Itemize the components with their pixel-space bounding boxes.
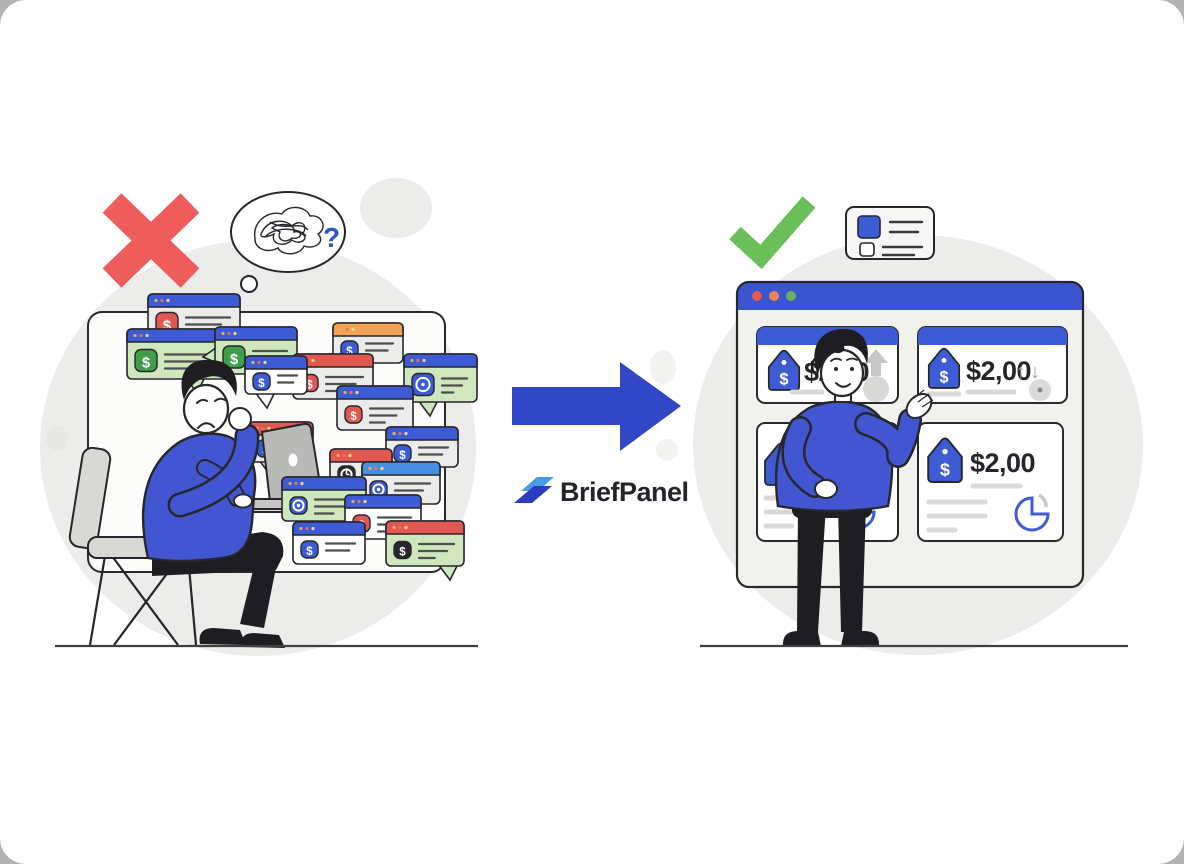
dollar-icon bbox=[134, 348, 158, 373]
transition: BriefPanel bbox=[512, 362, 689, 507]
mid-dot-1 bbox=[650, 350, 676, 384]
svg-text:$: $ bbox=[346, 346, 353, 358]
price-tag-icon: $ bbox=[767, 349, 801, 391]
svg-text:$: $ bbox=[399, 450, 406, 462]
svg-text:$: $ bbox=[230, 351, 239, 368]
sad-face-features bbox=[196, 397, 226, 429]
chaos-window: $ bbox=[385, 426, 459, 468]
chaos-window: $ bbox=[244, 355, 308, 410]
raised-arm bbox=[170, 426, 257, 515]
hand-on-keyboard bbox=[233, 493, 253, 509]
shoe-left bbox=[782, 631, 821, 646]
chaos-window: $ bbox=[201, 326, 298, 375]
dollar-icon bbox=[344, 405, 363, 424]
left-small-blob bbox=[360, 178, 432, 238]
green-check-icon bbox=[729, 196, 816, 270]
shoe-right bbox=[241, 633, 285, 648]
svg-text:$: $ bbox=[306, 379, 313, 391]
hair bbox=[181, 359, 237, 400]
hand-in-pocket bbox=[814, 479, 838, 499]
mid-dot-2 bbox=[656, 439, 678, 461]
window-outline bbox=[735, 280, 1085, 589]
scribble-icon bbox=[254, 206, 324, 255]
dollar-icon bbox=[393, 540, 412, 560]
brand-logo: BriefPanel bbox=[514, 477, 689, 507]
gesturing-hand bbox=[905, 389, 934, 419]
left-dot-blob bbox=[46, 425, 68, 451]
chair-back bbox=[68, 446, 112, 550]
price-tag-icon: $ bbox=[927, 347, 961, 389]
traffic-lights bbox=[752, 291, 796, 301]
svg-text:$: $ bbox=[940, 460, 950, 480]
dollar-icon bbox=[222, 345, 246, 369]
svg-text:$: $ bbox=[780, 370, 789, 388]
red-x-icon bbox=[102, 193, 200, 288]
svg-text:$: $ bbox=[940, 368, 949, 386]
chaos-window: $ bbox=[292, 521, 366, 565]
hair bbox=[814, 328, 868, 375]
up-arrow-icon bbox=[864, 349, 888, 376]
svg-text:$: $ bbox=[306, 546, 313, 558]
right-arm bbox=[856, 410, 920, 466]
chaos-window: $ bbox=[332, 322, 404, 364]
chaos-window bbox=[403, 353, 478, 418]
chaos-window: $ bbox=[385, 520, 465, 582]
price-value: $2,00 bbox=[970, 448, 1035, 478]
chaos-windows-front: $$$$ bbox=[281, 426, 465, 582]
bubble-trail-1 bbox=[240, 275, 258, 293]
trend-down-icon: ↓ bbox=[1030, 361, 1040, 383]
arrow-right-icon bbox=[512, 362, 681, 451]
brand-name: BriefPanel bbox=[560, 477, 689, 507]
gray-circle bbox=[863, 376, 889, 402]
question-mark: ? bbox=[323, 222, 340, 253]
svg-text:$: $ bbox=[399, 546, 406, 558]
svg-text:$: $ bbox=[163, 317, 172, 334]
face bbox=[819, 348, 865, 398]
price-card-top-right: $ $2,00 ↑ ↓ bbox=[917, 326, 1068, 404]
before-scene: ? $ $ $ $ $ $ $ $ bbox=[55, 191, 478, 648]
left-arm bbox=[783, 418, 825, 496]
chaos-window: $ bbox=[336, 385, 414, 431]
logo-icon-light bbox=[521, 477, 554, 491]
dollar-icon bbox=[300, 540, 319, 559]
trend-up-icon: ↑ bbox=[1016, 361, 1026, 383]
price-card-bottom-right: $ $2,00 bbox=[917, 422, 1064, 542]
right-dot-2 bbox=[1103, 423, 1121, 441]
shoe-right bbox=[841, 631, 880, 646]
happy-face-features bbox=[830, 357, 858, 388]
svg-text:$: $ bbox=[258, 378, 265, 390]
person-presenting bbox=[774, 328, 934, 646]
dollar-icon bbox=[252, 372, 271, 391]
pie-chart-icon bbox=[1014, 493, 1050, 532]
profile-card-icon bbox=[845, 206, 935, 260]
svg-text:$: $ bbox=[350, 411, 357, 423]
price-tag-icon: $ bbox=[927, 437, 963, 483]
face bbox=[182, 383, 230, 435]
after-scene: $ $2,00 $ $2,00 ↑ ↓ bbox=[700, 196, 1128, 648]
price-value: $2,00 bbox=[966, 356, 1031, 386]
logo-icon-dark bbox=[514, 486, 552, 503]
svg-text:$: $ bbox=[142, 354, 151, 371]
right-dot-1 bbox=[1101, 395, 1127, 417]
hand-on-cheek bbox=[228, 407, 252, 431]
shoe-left bbox=[199, 628, 246, 645]
